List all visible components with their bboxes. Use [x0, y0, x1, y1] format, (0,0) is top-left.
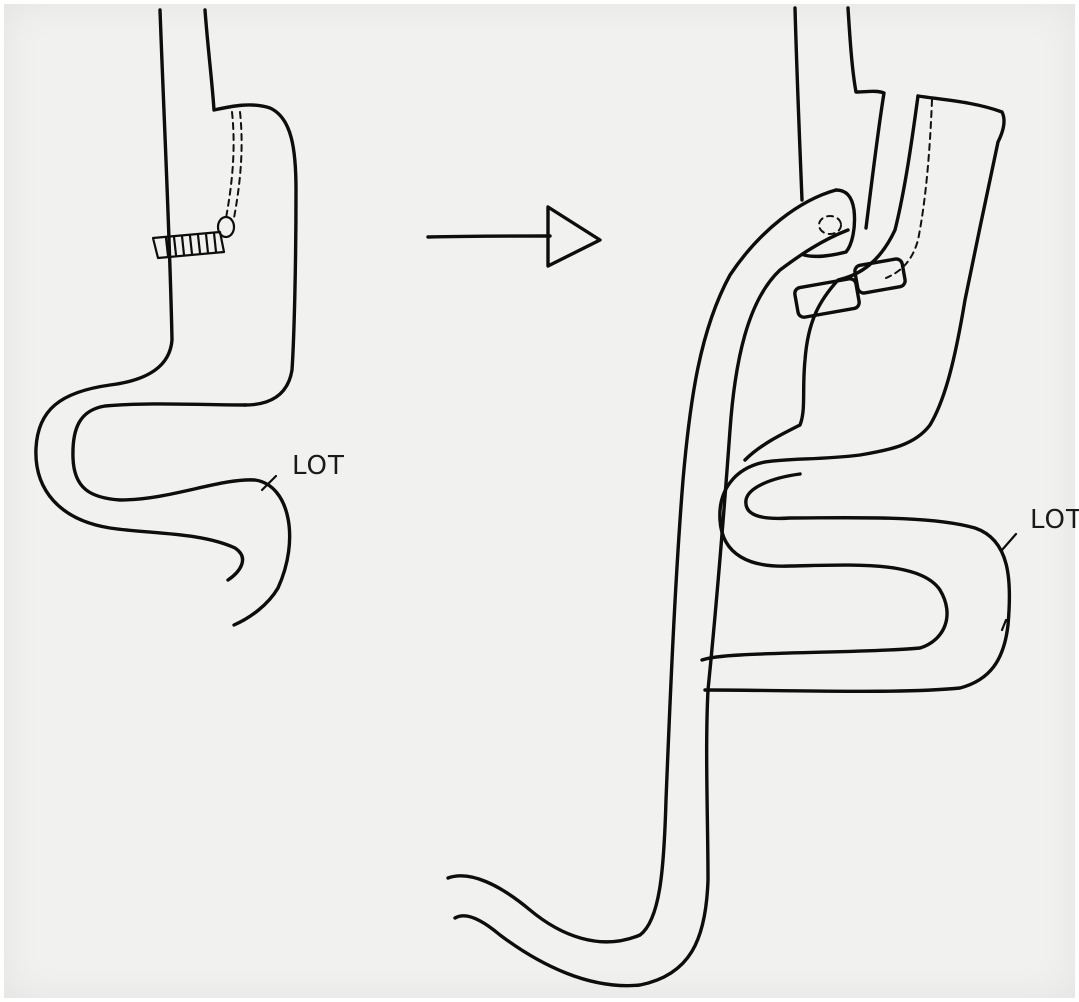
after-band-left: [794, 278, 860, 318]
after-roux-limb-inner: [455, 230, 848, 986]
before-stomach-right-wall: [205, 10, 296, 405]
transition-arrow: [428, 207, 600, 266]
before-lot-label: LOT: [292, 451, 345, 481]
after-label-pointer: [1002, 534, 1016, 550]
after-lot-label: LOT: [1030, 505, 1079, 535]
after-label-group: LOT: [1002, 505, 1079, 550]
arrow-head: [548, 207, 600, 266]
after-duodenal-loop-inner: [705, 474, 1009, 691]
before-dashed-line-a: [226, 112, 234, 218]
before-dashed-line-b: [234, 112, 242, 218]
before-band-device: [153, 217, 234, 258]
after-esophagus-right: [848, 8, 884, 228]
before-label-group: LOT: [262, 451, 345, 490]
after-loop-end-mark: [1002, 620, 1006, 630]
before-loop-inner-wall: [73, 404, 290, 625]
arrow-shaft: [428, 236, 550, 237]
after-esophagus-left: [795, 8, 802, 200]
before-stomach-drawing: [36, 10, 296, 625]
after-small-pouch-mark: [819, 216, 841, 234]
after-duodenal-loop-outer: [702, 462, 947, 660]
after-remnant-dashed: [886, 100, 932, 278]
after-band-right: [854, 258, 906, 294]
after-drawing: [448, 8, 1009, 986]
